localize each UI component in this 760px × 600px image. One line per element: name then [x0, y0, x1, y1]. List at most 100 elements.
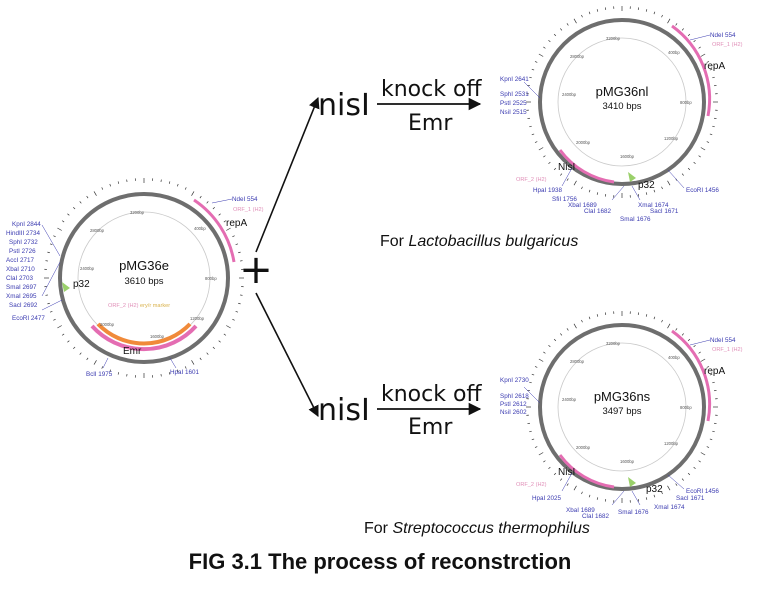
outer-tick-ring	[44, 178, 244, 378]
ring-tick	[661, 14, 663, 18]
inner-scale-ring	[557, 342, 687, 472]
site-label: HpaI 1601	[170, 369, 200, 376]
scale-tick-label: 3200bp	[130, 210, 145, 215]
scale-tick-label: 2000bp	[576, 140, 591, 145]
scale-tick-label: 800bp	[680, 100, 692, 105]
plasmid-name: pMG36nl	[596, 84, 649, 99]
ring-tick	[687, 338, 691, 342]
backbone-ring	[58, 192, 230, 364]
plasmid-size: 3410 bps	[602, 101, 641, 112]
feature-repa: repA	[704, 366, 725, 377]
ring-tick	[168, 181, 171, 184]
feature-repa: repA	[226, 218, 247, 229]
ring-tick	[177, 369, 179, 373]
ring-tick	[667, 18, 671, 24]
scale-tick-label: 1600bp	[620, 154, 635, 159]
scale-tick-label: 1200bp	[190, 316, 205, 321]
ring-tick	[548, 345, 551, 348]
ring-tick	[538, 53, 544, 57]
ring-tick	[566, 178, 569, 181]
feature-nisi: NisI	[558, 467, 575, 478]
ring-tick	[667, 485, 671, 491]
ring-tick	[53, 235, 56, 238]
feature-nisi: NisI	[558, 162, 575, 173]
ring-tick	[548, 40, 551, 43]
ring-tick	[700, 53, 706, 57]
ring-tick	[573, 323, 577, 329]
ring-tick	[235, 311, 239, 313]
ring-tick	[700, 147, 706, 151]
site-label: NdeI 554	[232, 196, 258, 203]
ring-tick	[109, 369, 111, 373]
site-label: HindIII 2734	[6, 230, 40, 237]
ring-tick	[693, 40, 696, 43]
ring-tick	[184, 366, 187, 369]
site-label: SacI 2692	[9, 302, 38, 309]
ring-tick	[588, 11, 591, 15]
ring-tick	[543, 460, 546, 463]
ring-tick	[573, 485, 577, 491]
ring-tick	[206, 201, 209, 204]
site-label: PstI 2612	[500, 401, 527, 408]
ring-tick	[531, 133, 535, 136]
ring-tick	[667, 180, 671, 186]
scale-tick-label: 400bp	[668, 355, 680, 360]
marker-label: ery/r marker	[140, 303, 170, 309]
ring-tick	[529, 381, 532, 384]
insert-gene: nisI	[318, 88, 370, 123]
ring-tick	[653, 11, 656, 15]
ring-tick	[573, 18, 577, 24]
ring-tick	[581, 186, 583, 190]
scale-tick-label: 3200bp	[606, 341, 621, 346]
ring-tick	[560, 478, 563, 481]
ring-tick	[596, 9, 599, 12]
ring-tick	[117, 372, 120, 375]
ring-tick	[588, 316, 591, 320]
site-label: EcoRI 1456	[686, 488, 719, 495]
ring-tick	[653, 189, 656, 193]
process-top-label: knock off	[381, 77, 482, 102]
ring-tick	[653, 494, 656, 498]
ring-tick	[693, 161, 696, 164]
site-label: KpnI 2730	[500, 377, 529, 384]
scale-tick-label: 2000bp	[576, 445, 591, 450]
plus-sign: +	[239, 247, 273, 293]
repa-arc	[671, 24, 712, 117]
site-label: PstI 2726	[9, 248, 36, 255]
site-label: EcoRI 2477	[12, 315, 45, 322]
ring-tick	[596, 497, 599, 500]
ring-tick	[226, 227, 231, 231]
ring-tick	[661, 319, 663, 323]
orf2-label: ORF_2 (H2)	[108, 303, 139, 309]
scale-tick-label: 2000bp	[100, 322, 115, 327]
ring-tick	[548, 161, 551, 164]
scale-tick-label: 1600bp	[620, 459, 635, 464]
ring-tick	[238, 251, 241, 254]
repa-arc	[193, 198, 236, 263]
site-label: XbaI 1689	[566, 507, 595, 514]
ring-tick	[667, 323, 671, 329]
ring-tick	[212, 207, 215, 210]
ring-tick	[223, 333, 227, 336]
ring-tick	[57, 227, 62, 231]
ring-tick	[529, 430, 532, 433]
branch-top: nisI knock off Emr	[318, 77, 482, 136]
ring-tick	[709, 373, 713, 376]
ring-tick	[191, 360, 195, 365]
ring-tick	[86, 195, 89, 199]
site-label: SfiI 1756	[552, 196, 577, 203]
ring-tick	[531, 438, 535, 441]
ring-tick	[86, 357, 89, 361]
ring-tick	[645, 192, 648, 195]
ring-tick	[553, 472, 557, 476]
scale-tick-label: 1600bp	[150, 334, 165, 339]
ring-tick	[553, 33, 557, 37]
feature-repa: repA	[704, 61, 725, 72]
ring-tick	[168, 372, 171, 375]
scale-tick-label: 3200bp	[606, 36, 621, 41]
feature-p32: p32	[638, 180, 655, 191]
ring-tick	[73, 207, 76, 210]
ring-tick	[534, 366, 538, 368]
feature-p32: p32	[646, 484, 663, 495]
ring-tick	[61, 220, 65, 223]
